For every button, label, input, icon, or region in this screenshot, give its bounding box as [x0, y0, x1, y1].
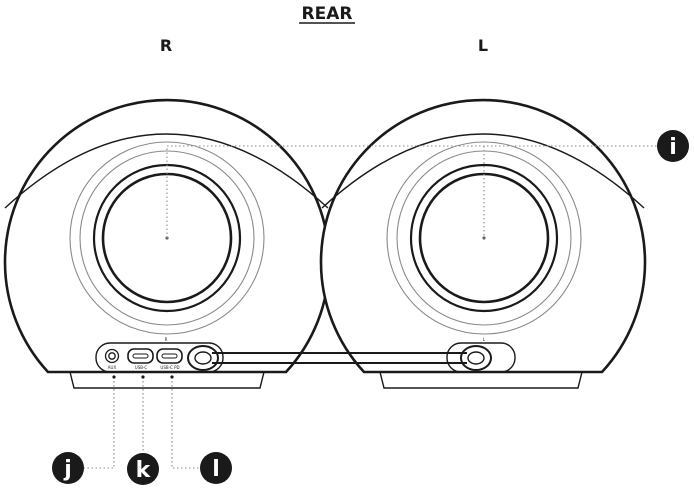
right-cable-plug-inner	[194, 351, 212, 365]
usb-c-port-inner	[132, 353, 149, 359]
callout-j: j	[52, 452, 84, 484]
left-driver-outer-ring	[386, 141, 582, 335]
left-speaker-body	[319, 98, 647, 374]
usb-c-pd-port-label: USB-C PD	[160, 365, 179, 370]
callout-l-letter: l	[212, 457, 220, 482]
callout-l-leader	[171, 377, 201, 469]
usb-c-pd-port-icon	[156, 348, 183, 364]
right-speaker-top-seam	[4, 133, 329, 209]
callout-l-anchor	[170, 375, 174, 379]
right-speaker: R AUX USB-C USB-C PD	[3, 98, 331, 389]
right-speaker-body	[3, 98, 331, 374]
right-driver-ring-2	[79, 150, 255, 326]
left-driver-center-dot	[482, 236, 486, 240]
callout-j-badge	[52, 452, 84, 484]
callout-l: l	[200, 452, 232, 484]
left-speaker-label: L	[478, 36, 488, 55]
aux-port-inner	[108, 352, 116, 360]
right-speaker-foot	[69, 371, 265, 389]
callout-i: i	[657, 130, 689, 162]
right-cable-plug	[187, 345, 219, 371]
aux-port-label: AUX	[108, 365, 117, 370]
callout-l-badge	[200, 452, 232, 484]
callout-i-badge	[657, 130, 689, 162]
callout-k: k	[127, 453, 159, 485]
callout-k-letter: k	[136, 458, 152, 483]
usb-c-port-label: USB-C	[135, 365, 148, 370]
callout-k-badge	[127, 453, 159, 485]
usb-c-port-icon	[127, 348, 154, 364]
callout-j-leader	[84, 377, 115, 469]
left-port-panel	[446, 342, 516, 373]
callout-i-leader	[166, 145, 658, 238]
right-port-panel	[95, 342, 224, 373]
aux-port-icon	[104, 348, 120, 364]
callout-k-anchor	[141, 375, 145, 379]
right-driver-outer-ring	[69, 141, 265, 335]
left-speaker: L	[319, 98, 647, 389]
callout-j-letter: j	[63, 457, 72, 482]
left-cable-plug-inner	[467, 351, 485, 365]
usb-c-pd-port-inner	[161, 353, 178, 359]
left-driver-ring-3	[409, 163, 559, 313]
left-cable-plug	[460, 345, 492, 371]
left-speaker-foot	[379, 371, 583, 389]
callout-i-letter: i	[669, 135, 677, 160]
right-panel-mark: R	[165, 337, 168, 342]
diagram-title: REAR	[302, 4, 353, 24]
right-speaker-label: R	[160, 36, 172, 55]
callout-j-anchor	[112, 375, 116, 379]
left-panel-mark: L	[483, 337, 486, 342]
speaker-interconnect-cable	[212, 352, 467, 364]
left-speaker-top-seam	[321, 133, 645, 209]
